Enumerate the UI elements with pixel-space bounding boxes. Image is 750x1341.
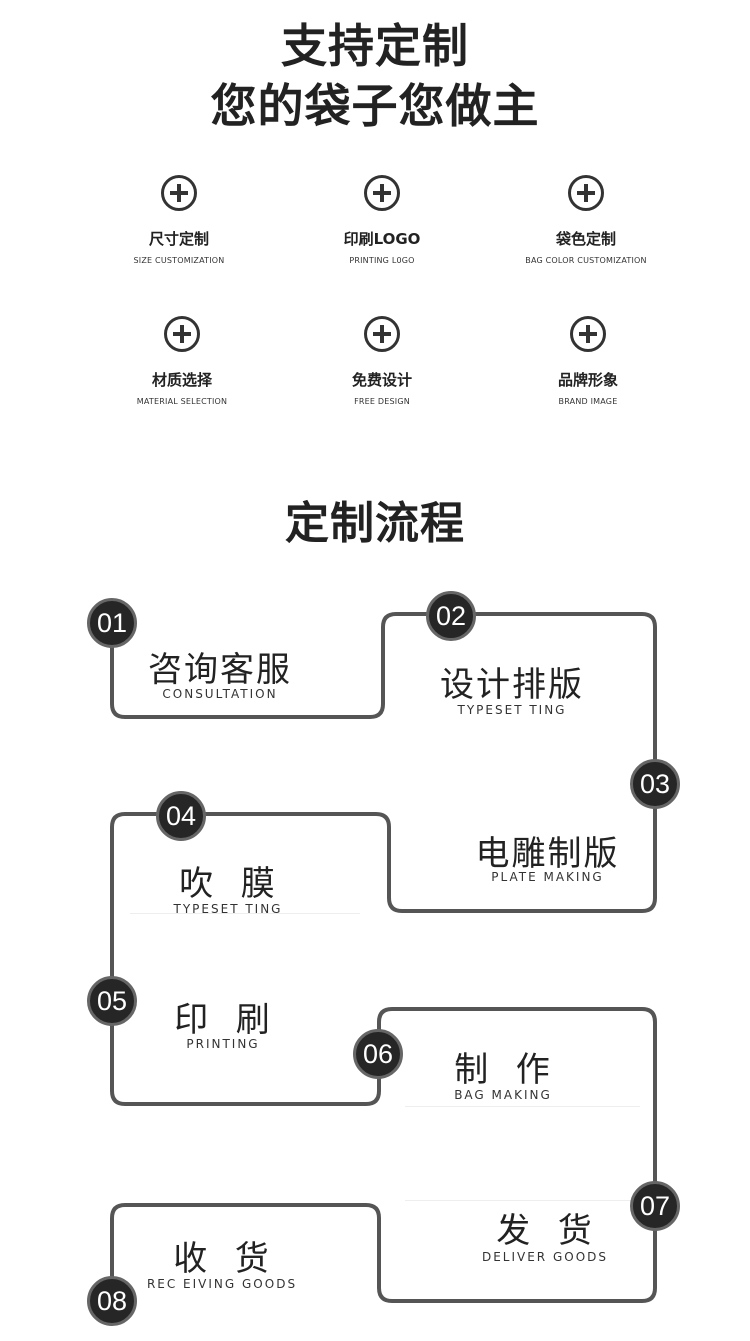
step-subtitle: DELIVER GOODS	[481, 1250, 609, 1264]
plus-circle-icon	[570, 316, 606, 352]
step-title: 发 货	[496, 1211, 594, 1251]
step-title: 咨询客服	[148, 650, 292, 690]
step-subtitle: BAG MAKING	[454, 1088, 552, 1102]
feature-title: 品牌形象	[557, 371, 618, 389]
feature-title: 印刷LOGO	[343, 230, 421, 248]
feature-subtitle: SIZE CUSTOMIZATION	[133, 256, 225, 265]
feature-material-selection: 材质选择 MATERIAL SELECTION	[82, 316, 282, 406]
feature-bag-color: 袋色定制 BAG COLOR CUSTOMIZATION	[486, 175, 686, 265]
step-title: 电雕制版	[475, 834, 620, 874]
feature-brand-image: 品牌形象 BRAND IMAGE	[488, 316, 688, 406]
feature-subtitle: PRINTING L0GO	[349, 256, 415, 265]
feature-subtitle: BRAND IMAGE	[558, 397, 618, 406]
feature-free-design: 免费设计 FREE DESIGN	[282, 316, 482, 406]
step-title: 制 作	[454, 1050, 552, 1090]
step-subtitle: TYPESET TING	[457, 703, 567, 717]
step-subtitle: PLATE MAKING	[491, 870, 604, 884]
plus-circle-icon	[364, 175, 400, 211]
feature-subtitle: BAG COLOR CUSTOMIZATION	[525, 256, 647, 265]
divider	[405, 1106, 640, 1107]
step-number-badge: 04	[156, 791, 206, 841]
plus-circle-icon	[161, 175, 197, 211]
step-number-badge: 02	[426, 591, 476, 641]
feature-printing-logo: 印刷LOGO PRINTING L0GO	[282, 175, 482, 265]
step-number-badge: 03	[630, 759, 680, 809]
step-title: 印 刷	[174, 1000, 272, 1040]
step-number-badge: 06	[353, 1029, 403, 1079]
step-number-badge: 01	[87, 598, 137, 648]
step-subtitle: PRINTING	[186, 1037, 260, 1051]
feature-title: 袋色定制	[555, 230, 616, 248]
process-section-title: 定制流程	[285, 498, 465, 549]
plus-circle-icon	[568, 175, 604, 211]
feature-title: 材质选择	[151, 371, 212, 389]
step-title: 设计排版	[440, 665, 584, 705]
step-title: 收 货	[173, 1239, 271, 1279]
plus-circle-icon	[164, 316, 200, 352]
plus-circle-icon	[364, 316, 400, 352]
feature-size-customization: 尺寸定制 SIZE CUSTOMIZATION	[79, 175, 279, 265]
feature-title: 免费设计	[351, 371, 412, 389]
step-title: 吹 膜	[179, 864, 277, 904]
step-number-badge: 07	[630, 1181, 680, 1231]
step-number-badge: 08	[87, 1276, 137, 1326]
step-number-badge: 05	[87, 976, 137, 1026]
step-subtitle: TYPESET TING	[173, 902, 283, 916]
step-subtitle: CONSULTATION	[162, 687, 278, 701]
divider	[130, 913, 360, 914]
divider	[405, 1200, 640, 1201]
step-subtitle: REC EIVING GOODS	[146, 1277, 298, 1291]
feature-subtitle: FREE DESIGN	[354, 397, 410, 406]
feature-title: 尺寸定制	[148, 230, 209, 248]
feature-subtitle: MATERIAL SELECTION	[136, 397, 228, 406]
hero-title-line-2: 您的袋子您做主	[210, 79, 540, 133]
hero-title-line-1: 支持定制	[281, 19, 469, 73]
